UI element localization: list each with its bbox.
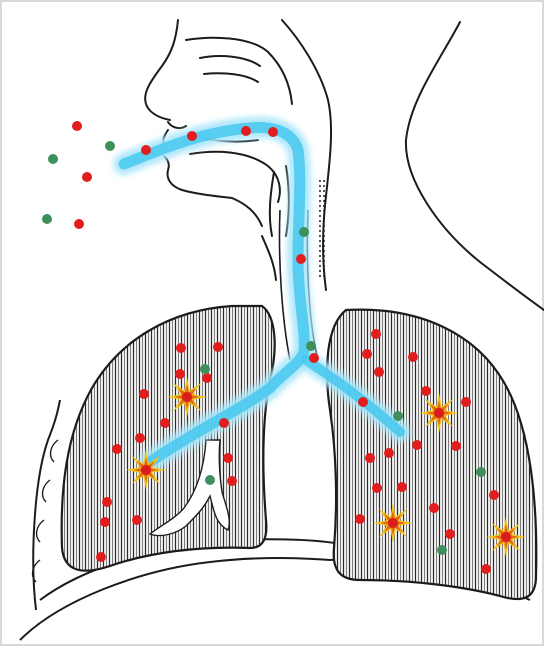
red-particle bbox=[160, 418, 170, 428]
red-particle bbox=[102, 497, 112, 507]
red-particle bbox=[445, 529, 455, 539]
red-particle bbox=[384, 448, 394, 458]
red-particle bbox=[187, 131, 197, 141]
green-particle bbox=[105, 141, 115, 151]
red-particle bbox=[451, 441, 461, 451]
red-particle bbox=[489, 490, 499, 500]
inflammation-burst bbox=[486, 517, 526, 557]
red-particle bbox=[408, 352, 418, 362]
red-particle bbox=[461, 397, 471, 407]
red-particle bbox=[358, 397, 368, 407]
green-particle bbox=[200, 364, 210, 374]
red-particle bbox=[481, 564, 491, 574]
green-particle bbox=[48, 154, 58, 164]
red-particle bbox=[132, 515, 142, 525]
red-particle bbox=[241, 126, 251, 136]
red-particle bbox=[309, 353, 319, 363]
red-particle bbox=[112, 444, 122, 454]
red-particle bbox=[139, 389, 149, 399]
red-particle bbox=[374, 367, 384, 377]
red-particle bbox=[74, 219, 84, 229]
red-particle bbox=[96, 552, 106, 562]
red-particle bbox=[223, 453, 233, 463]
inflammation-burst bbox=[167, 377, 207, 417]
red-particle bbox=[176, 343, 186, 353]
inflammation-burst bbox=[373, 503, 413, 543]
red-particle bbox=[355, 514, 365, 524]
red-particle bbox=[213, 342, 223, 352]
green-particle bbox=[306, 341, 316, 351]
burst-core bbox=[434, 408, 444, 418]
red-particle bbox=[202, 373, 212, 383]
inflammation-burst bbox=[419, 393, 459, 433]
inflammation-burst bbox=[126, 450, 166, 490]
red-particle bbox=[100, 517, 110, 527]
red-particle bbox=[135, 433, 145, 443]
red-particle bbox=[421, 386, 431, 396]
red-particle bbox=[82, 172, 92, 182]
green-particle bbox=[393, 411, 403, 421]
red-particle bbox=[219, 418, 229, 428]
green-particle bbox=[299, 227, 309, 237]
burst-core bbox=[501, 532, 511, 542]
red-particle bbox=[371, 329, 381, 339]
red-particle bbox=[397, 482, 407, 492]
green-particle bbox=[42, 214, 52, 224]
red-particle bbox=[429, 503, 439, 513]
red-particle bbox=[372, 483, 382, 493]
burst-core bbox=[182, 392, 192, 402]
red-particle bbox=[296, 254, 306, 264]
red-particle bbox=[412, 440, 422, 450]
burst-core bbox=[141, 465, 151, 475]
red-particle bbox=[72, 121, 82, 131]
red-particle bbox=[141, 145, 151, 155]
burst-core bbox=[388, 518, 398, 528]
red-particle bbox=[227, 476, 237, 486]
green-particle bbox=[205, 475, 215, 485]
green-particle bbox=[476, 467, 486, 477]
green-particle bbox=[437, 545, 447, 555]
red-particle bbox=[175, 369, 185, 379]
red-particle bbox=[268, 127, 278, 137]
red-particle bbox=[365, 453, 375, 463]
red-particle bbox=[362, 349, 372, 359]
